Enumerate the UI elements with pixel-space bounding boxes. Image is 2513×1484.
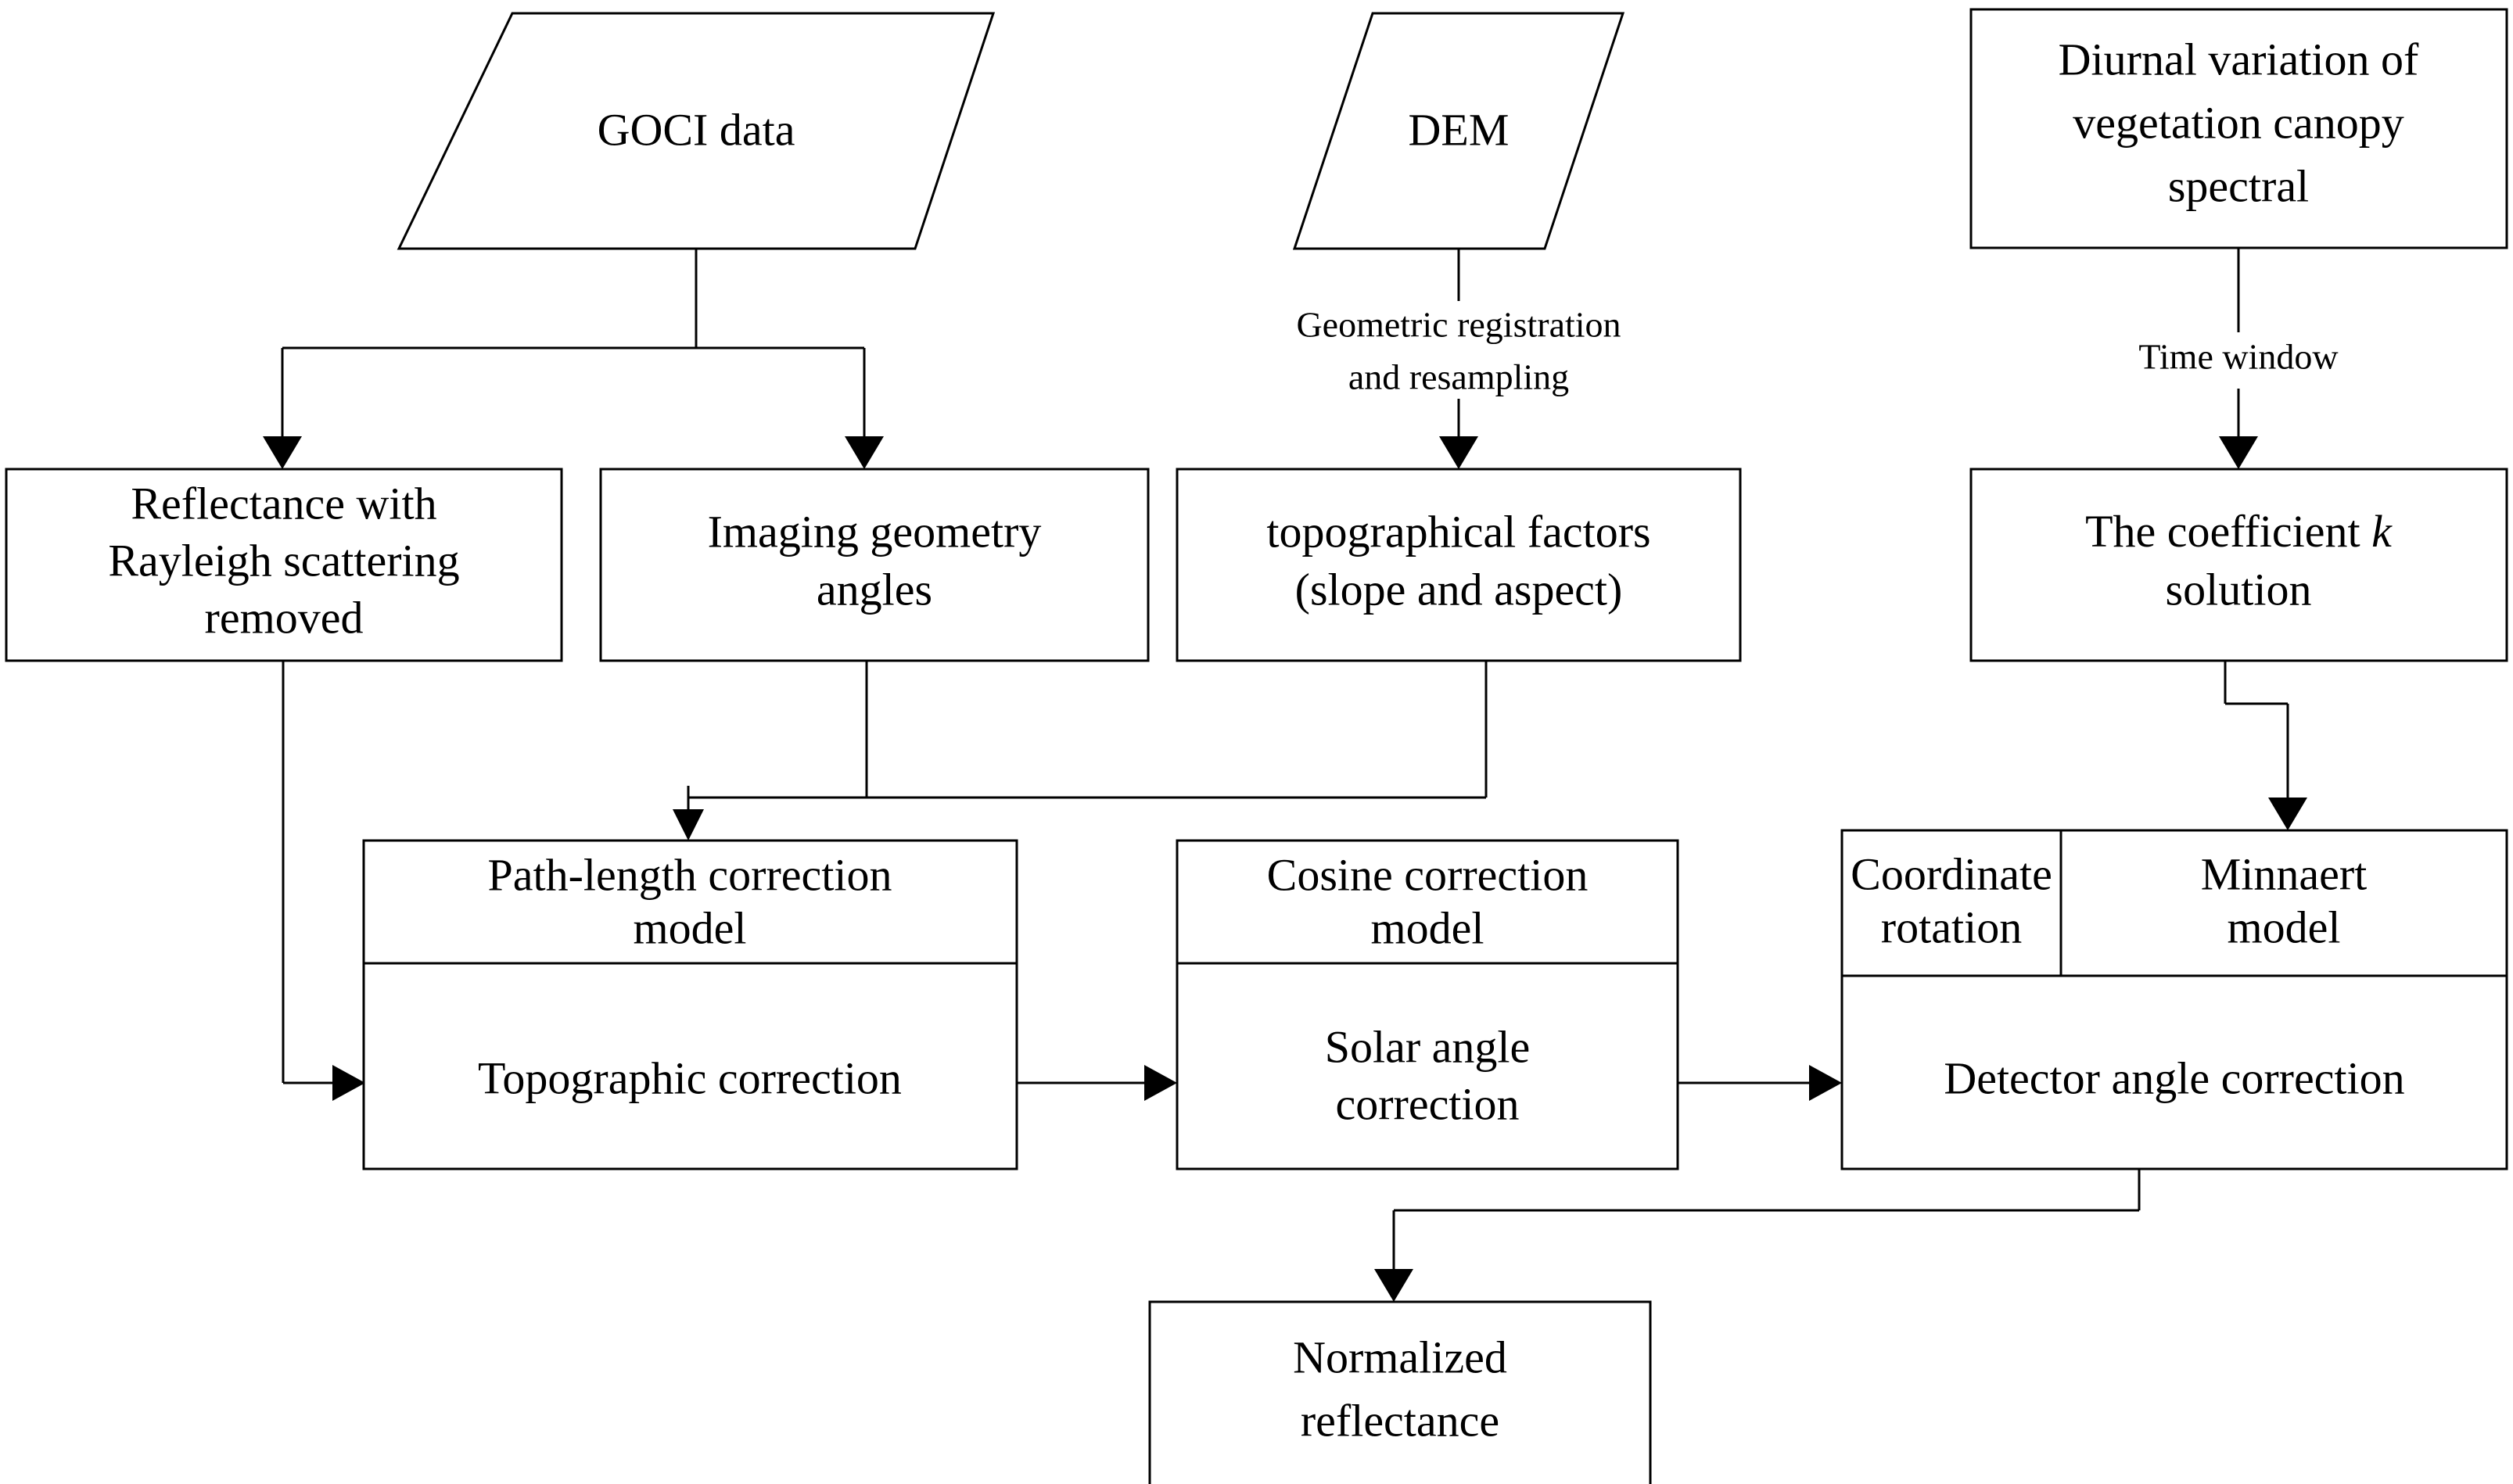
- node-goci-data[interactable]: GOCI data: [397, 12, 996, 250]
- node-coefficient-k[interactable]: The coefficient k solution: [1969, 468, 2508, 662]
- geometric-registration-line1: Geometric registration: [1296, 305, 1621, 345]
- detector-shape: [1840, 829, 2508, 1170]
- arrowhead-to-path-length: [673, 809, 704, 841]
- edge-label-time-window: Time window: [2104, 332, 2374, 389]
- arrowhead-to-topographic-correction: [332, 1065, 365, 1101]
- node-path-length-correction[interactable]: Path-length correction model Topographic…: [362, 839, 1018, 1170]
- reflectance-shape: [5, 468, 563, 662]
- dem-label: DEM: [1409, 104, 1510, 155]
- cosine-header-line1: Cosine correction: [1267, 849, 1589, 900]
- imaging-geometry-line1: Imaging geometry: [708, 506, 1042, 557]
- normalized-reflectance-line1: Normalized: [1293, 1332, 1507, 1382]
- topographical-factors-shape: [1176, 468, 1742, 662]
- goci-data-shape: [397, 12, 996, 250]
- solar-angle-correction-line1: Solar angle: [1325, 1021, 1531, 1072]
- arrowhead-to-detector: [1809, 1065, 1842, 1101]
- coordinate-rotation-line1: Coordinate: [1851, 848, 2052, 899]
- arrowhead-to-topographical-factors: [1439, 436, 1478, 469]
- cosine-header-line2: model: [1371, 902, 1484, 953]
- reflectance-line3: removed: [205, 592, 364, 643]
- imaging-geometry-shape: [599, 468, 1150, 662]
- arrowhead-to-imaging-geometry: [845, 436, 884, 469]
- arrowhead-to-coefficient-k: [2219, 436, 2258, 469]
- edge-coefficient-to-detector: [2224, 661, 2307, 830]
- minnaert-model-line1: Minnaert: [2201, 848, 2368, 899]
- node-topographical-factors[interactable]: topographical factors (slope and aspect): [1176, 468, 1742, 662]
- detector-angle-correction-label: Detector angle correction: [1944, 1052, 2404, 1103]
- node-reflectance[interactable]: Reflectance with Rayleigh scattering rem…: [5, 468, 563, 662]
- path-length-shape: [362, 839, 1018, 1170]
- reflectance-line1: Reflectance with: [131, 478, 436, 529]
- topographic-correction-label: Topographic correction: [478, 1052, 902, 1103]
- topographical-factors-line2: (slope and aspect): [1295, 564, 1623, 615]
- cosine-shape: [1176, 839, 1679, 1170]
- arrowhead-to-reflectance: [263, 436, 302, 469]
- node-imaging-geometry[interactable]: Imaging geometry angles: [599, 468, 1150, 662]
- topographical-factors-line1: topographical factors: [1266, 506, 1650, 557]
- node-dem[interactable]: DEM: [1292, 12, 1625, 250]
- diurnal-variation-line1: Diurnal variation of: [2059, 34, 2419, 84]
- edge-path-length-to-cosine: [1017, 1065, 1177, 1101]
- dem-shape: [1292, 12, 1625, 250]
- edge-cosine-to-detector: [1678, 1065, 1842, 1101]
- arrowhead-to-cosine: [1144, 1065, 1177, 1101]
- normalized-reflectance-shape: [1148, 1300, 1652, 1484]
- edge-mid-to-path-length: [673, 661, 1488, 841]
- node-normalized-reflectance[interactable]: Normalized reflectance: [1148, 1300, 1652, 1484]
- diurnal-variation-line2: vegetation canopy: [2073, 97, 2404, 148]
- coordinate-rotation-line2: rotation: [1881, 902, 2022, 952]
- coefficient-k-line1: The coefficient k: [2085, 506, 2393, 557]
- path-length-header-line1: Path-length correction: [488, 849, 892, 900]
- coefficient-k-line2: solution: [2166, 564, 2312, 615]
- edge-reflectance-to-topographic-correction: [282, 661, 365, 1101]
- node-cosine-correction[interactable]: Cosine correction model Solar angle corr…: [1176, 839, 1679, 1170]
- diurnal-variation-line3: spectral: [2168, 160, 2309, 211]
- coefficient-k-symbol: k: [2371, 506, 2393, 557]
- imaging-geometry-line2: angles: [817, 564, 932, 615]
- coefficient-k-prefix: The coefficient: [2085, 506, 2371, 557]
- minnaert-model-line2: model: [2228, 902, 2341, 952]
- geometric-registration-line2: and resampling: [1348, 357, 1569, 397]
- path-length-header-line2: model: [634, 902, 747, 953]
- edge-detector-to-normalized: [1374, 1169, 2141, 1302]
- edge-goci-to-split: [263, 249, 884, 469]
- solar-angle-correction-line2: correction: [1335, 1078, 1519, 1129]
- coefficient-k-shape: [1969, 468, 2508, 662]
- arrowhead-to-minnaert: [2268, 798, 2307, 830]
- node-diurnal-variation[interactable]: Diurnal variation of vegetation canopy s…: [1969, 8, 2508, 249]
- normalized-reflectance-line2: reflectance: [1301, 1395, 1499, 1446]
- goci-data-label: GOCI data: [598, 104, 795, 155]
- diurnal-variation-shape: [1969, 8, 2508, 249]
- reflectance-line2: Rayleigh scattering: [108, 535, 459, 586]
- node-detector-angle-correction[interactable]: Coordinate rotation Minnaert model Detec…: [1840, 829, 2508, 1170]
- edge-label-geometric-registration: Geometric registration and resampling: [1240, 301, 1678, 399]
- arrowhead-to-normalized-reflectance: [1374, 1269, 1413, 1302]
- time-window-label: Time window: [2138, 337, 2339, 377]
